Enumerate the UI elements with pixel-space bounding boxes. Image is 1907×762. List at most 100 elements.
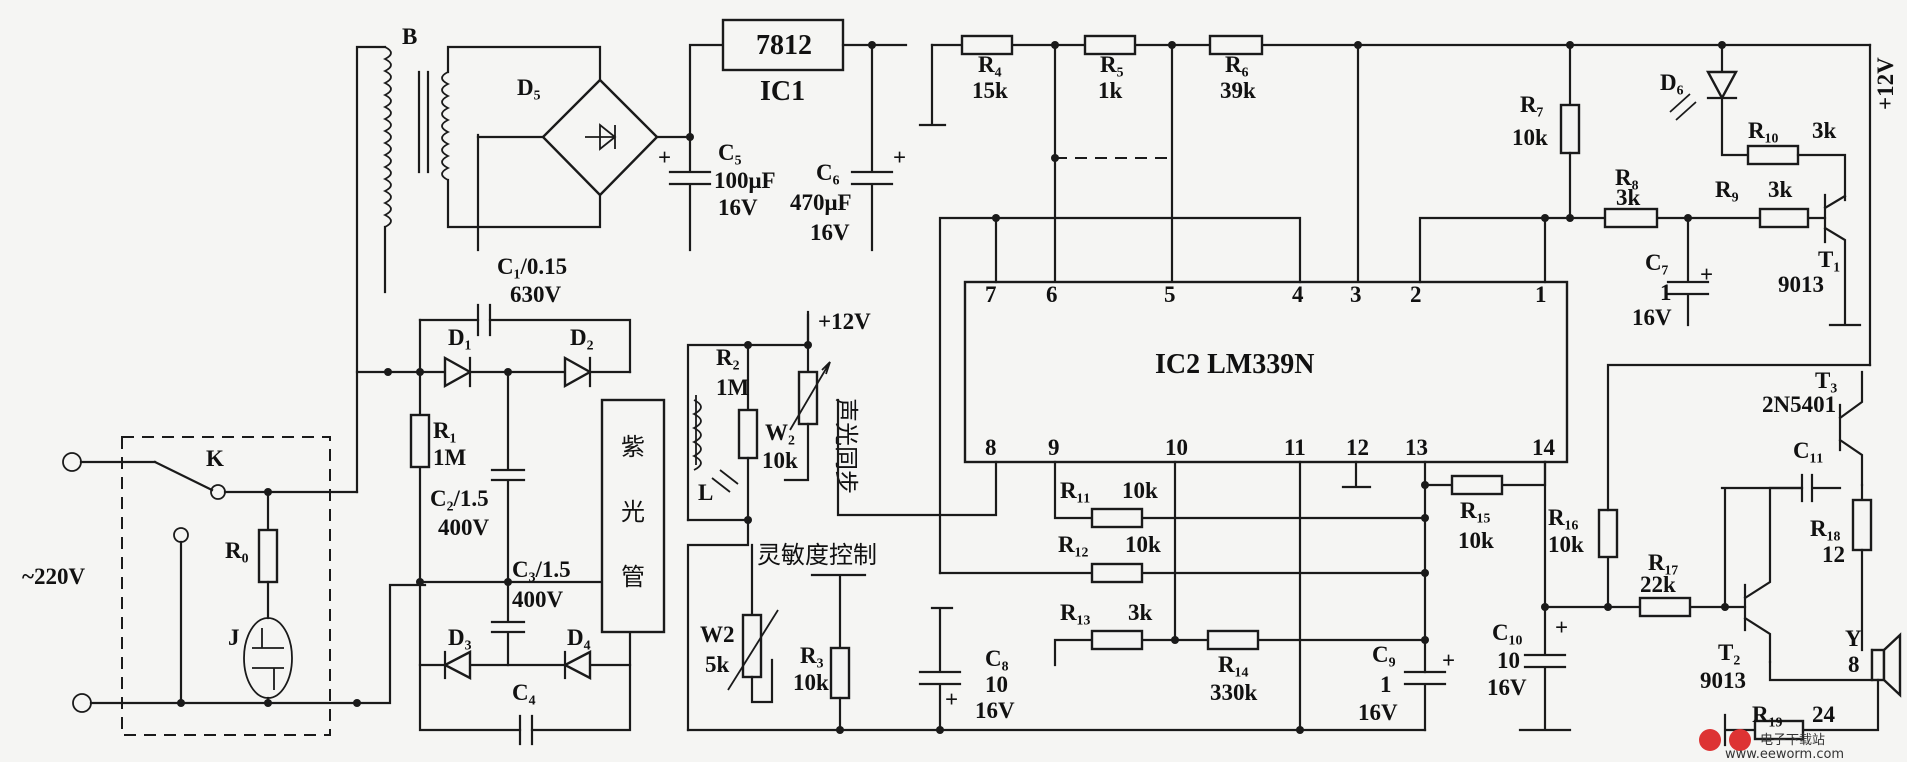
r6-name: R₆ <box>1225 52 1249 77</box>
t1-name: T₁ <box>1818 247 1840 272</box>
r18-resistor <box>1851 498 1873 552</box>
ic2-pin-5: 5 <box>1164 282 1176 307</box>
r4-name: R₄ <box>978 52 1002 77</box>
r12-resistor <box>1090 562 1144 584</box>
ic2-pin-13: 13 <box>1405 435 1428 460</box>
t3-part: 2N5401 <box>1762 392 1836 417</box>
r19-name: R₁₉ <box>1752 702 1783 727</box>
c5-volt: 16V <box>718 195 758 220</box>
r8-resistor <box>1603 207 1659 229</box>
reference-divider: R₄ 15k R₅ 1k R₆ 39k <box>918 34 1872 284</box>
watermark-brand: 电子下载站 <box>1760 733 1825 748</box>
r2-value: 1M <box>716 375 750 400</box>
tube-char-3: 管 <box>621 563 645 591</box>
r8-name: R₈ <box>1615 165 1639 190</box>
r7-value: 10k <box>1512 125 1548 150</box>
ic2-pin-9: 9 <box>1048 435 1060 460</box>
hv-multiplier: C₁/0.15 630V D₁ D₂ R₁ 1M C₂/1.5 400V C₃/… <box>355 254 666 746</box>
r19-value: 24 <box>1812 702 1836 727</box>
r13-resistor <box>1090 629 1144 651</box>
r2-name: R₂ <box>716 345 740 370</box>
c10-volt: 16V <box>1487 675 1527 700</box>
sensor-coil <box>691 399 702 471</box>
r15-name: R₁₅ <box>1460 498 1491 523</box>
r9-name: R₉ <box>1715 177 1739 202</box>
c5-value: 100μF <box>714 168 776 193</box>
mains-enclosure <box>121 436 331 736</box>
w2b-value: 5k <box>705 652 730 677</box>
r17-resistor <box>1638 596 1692 618</box>
ic2-label: IC2 LM339N <box>1155 349 1314 380</box>
r18-value: 12 <box>1822 542 1845 567</box>
r1-resistor <box>409 413 431 469</box>
mains-voltage-label: ~220V <box>22 564 85 589</box>
c9-volt: 16V <box>1358 700 1398 725</box>
bridge-rectifier: D₅ <box>446 45 692 252</box>
uv-tube <box>600 398 666 634</box>
c8-name: C₈ <box>985 646 1009 671</box>
c8-value: 10 <box>985 672 1008 697</box>
r1-value: 1M <box>433 445 467 470</box>
transformer-label: B <box>402 24 417 49</box>
speaker-body <box>1870 648 1886 682</box>
r0-resistor <box>257 528 279 584</box>
ic2-pin-7: 7 <box>985 282 997 307</box>
speaker-value: 8 <box>1848 652 1860 677</box>
r2-resistor <box>737 408 759 460</box>
c5-plus: + <box>658 145 671 170</box>
transformer-core <box>417 70 430 174</box>
neon-lamp-J <box>243 617 293 699</box>
switch-contact <box>210 484 226 500</box>
c10-name: C₁₀ <box>1492 620 1523 645</box>
t2-name: T₂ <box>1718 640 1740 665</box>
mains-input: ~220V K R₀ J <box>22 436 361 736</box>
sound-light-sync-label: 声光同步 <box>832 398 860 494</box>
sensor-label: L <box>698 480 713 505</box>
r19-resistor <box>1753 719 1805 741</box>
d1-name: D₁ <box>448 325 472 350</box>
c8-plus: + <box>945 687 958 712</box>
r11-resistor <box>1090 507 1144 529</box>
transformer-secondary <box>441 71 451 181</box>
speaker-cone <box>1882 632 1902 698</box>
r13-name: R₁₃ <box>1060 600 1091 625</box>
c6-value: 470μF <box>790 190 852 215</box>
c2-volt: 400V <box>438 515 490 540</box>
speaker-name: Y <box>1845 626 1862 651</box>
r12-name: R₁₂ <box>1058 532 1089 557</box>
r11-name: R₁₁ <box>1060 478 1090 503</box>
ic2-pin-2: 2 <box>1410 282 1422 307</box>
comparator-network: R₁₁ 10k R₁₂ 10k R₁₃ 3k R₁₄ 330k R₁₅ 10k … <box>938 460 1547 732</box>
r16-name: R₁₆ <box>1548 505 1579 530</box>
c7-name: C₇ <box>1645 250 1669 275</box>
switch-label: K <box>206 446 224 471</box>
c6-name: C₆ <box>816 160 840 185</box>
r14-value: 330k <box>1210 680 1258 705</box>
mains-terminal-top <box>62 452 82 472</box>
r3-resistor <box>829 646 851 700</box>
t3-name: T₃ <box>1815 368 1837 393</box>
ic2-pin-12: 12 <box>1346 435 1369 460</box>
c7-volt: 16V <box>1632 305 1672 330</box>
r7-resistor <box>1559 103 1581 155</box>
c5-name: C₅ <box>718 140 742 165</box>
d3-name: D₃ <box>448 625 472 650</box>
supply-right: +12V <box>1873 57 1898 110</box>
mains-terminal-bottom <box>72 693 92 713</box>
r8-value: 3k <box>1616 185 1641 210</box>
r3-value: 10k <box>793 670 829 695</box>
c1-label: C₁/0.15 <box>497 254 567 279</box>
watermark-logo-icon <box>1699 729 1721 751</box>
r5-value: 1k <box>1098 78 1123 103</box>
r15-resistor <box>1450 474 1504 496</box>
c7-value: 1 <box>1660 280 1672 305</box>
transformer-primary <box>382 46 392 228</box>
w2-name: W₂ <box>765 420 795 445</box>
d6-led <box>1705 70 1739 101</box>
ic2-pin-6: 6 <box>1046 282 1058 307</box>
r12-value: 10k <box>1125 532 1161 557</box>
d4-name: D₄ <box>567 625 591 650</box>
c10-plus: + <box>1555 615 1568 640</box>
bridge-label: D₅ <box>517 75 541 100</box>
